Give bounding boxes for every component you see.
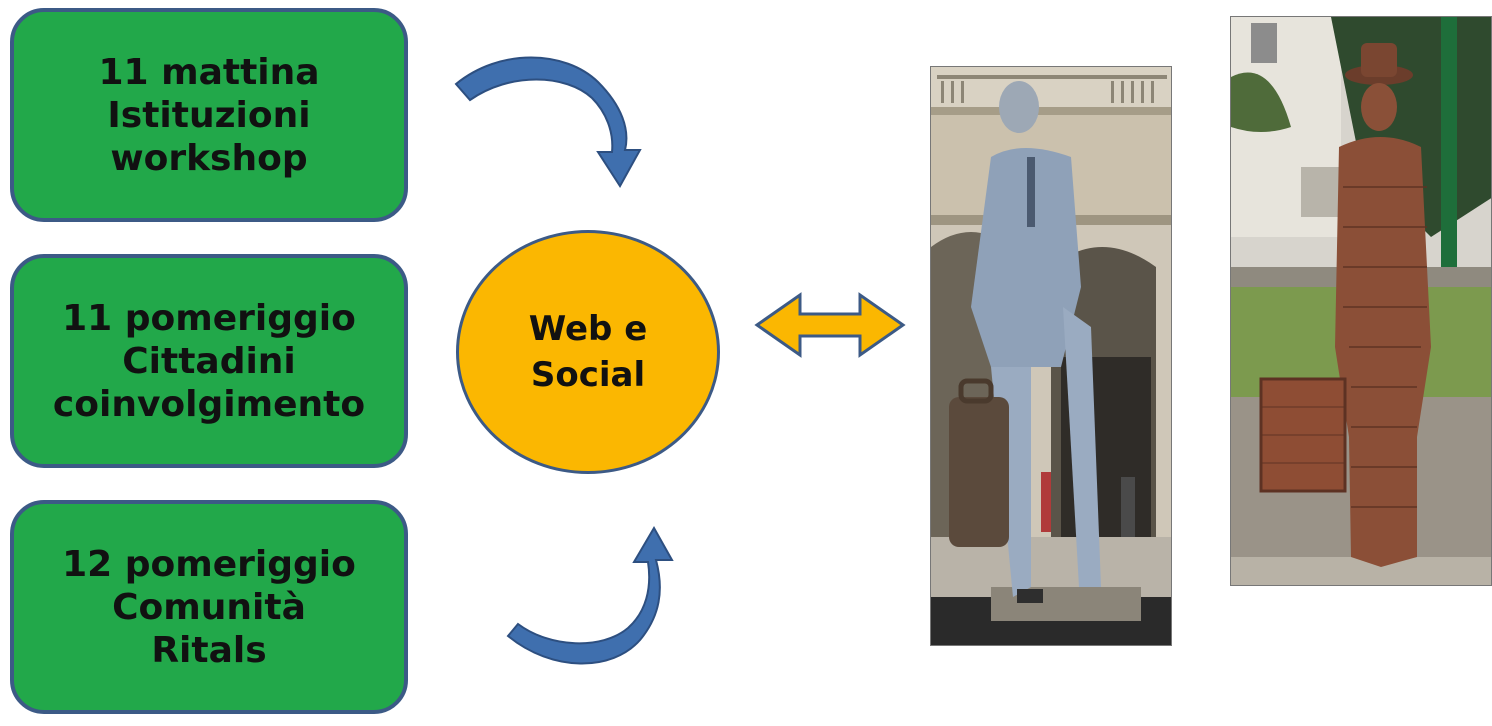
statue-photo-2-image xyxy=(1231,17,1491,585)
event-box-3: 12 pomeriggio Comunità Ritals xyxy=(10,500,408,714)
statue-photo-1 xyxy=(930,66,1172,646)
hub-line-1: Web e xyxy=(528,309,648,349)
statue-photo-2 xyxy=(1230,16,1492,586)
event-box-2-line-3: coinvolgimento xyxy=(52,383,366,425)
curved-arrow-up-icon xyxy=(506,525,674,665)
event-box-2-line-2: Cittadini xyxy=(122,340,296,382)
event-box-1-line-3: workshop xyxy=(110,137,308,179)
event-box-1-line-1: 11 mattina xyxy=(98,51,320,93)
double-arrow-icon xyxy=(754,292,906,358)
event-box-3-line-2: Comunità xyxy=(112,586,306,628)
hub-line-2: Social xyxy=(530,355,646,395)
curved-arrow-down-icon xyxy=(454,56,642,188)
event-box-2: 11 pomeriggio Cittadini coinvolgimento xyxy=(10,254,408,468)
statue-photo-1-image xyxy=(931,67,1171,645)
event-box-2-line-1: 11 pomeriggio xyxy=(62,297,356,339)
event-box-3-line-3: Ritals xyxy=(151,629,267,671)
event-box-3-line-1: 12 pomeriggio xyxy=(62,543,356,585)
web-social-hub: Web e Social xyxy=(456,230,720,474)
event-box-1: 11 mattina Istituzioni workshop xyxy=(10,8,408,222)
event-box-1-line-2: Istituzioni xyxy=(107,94,311,136)
